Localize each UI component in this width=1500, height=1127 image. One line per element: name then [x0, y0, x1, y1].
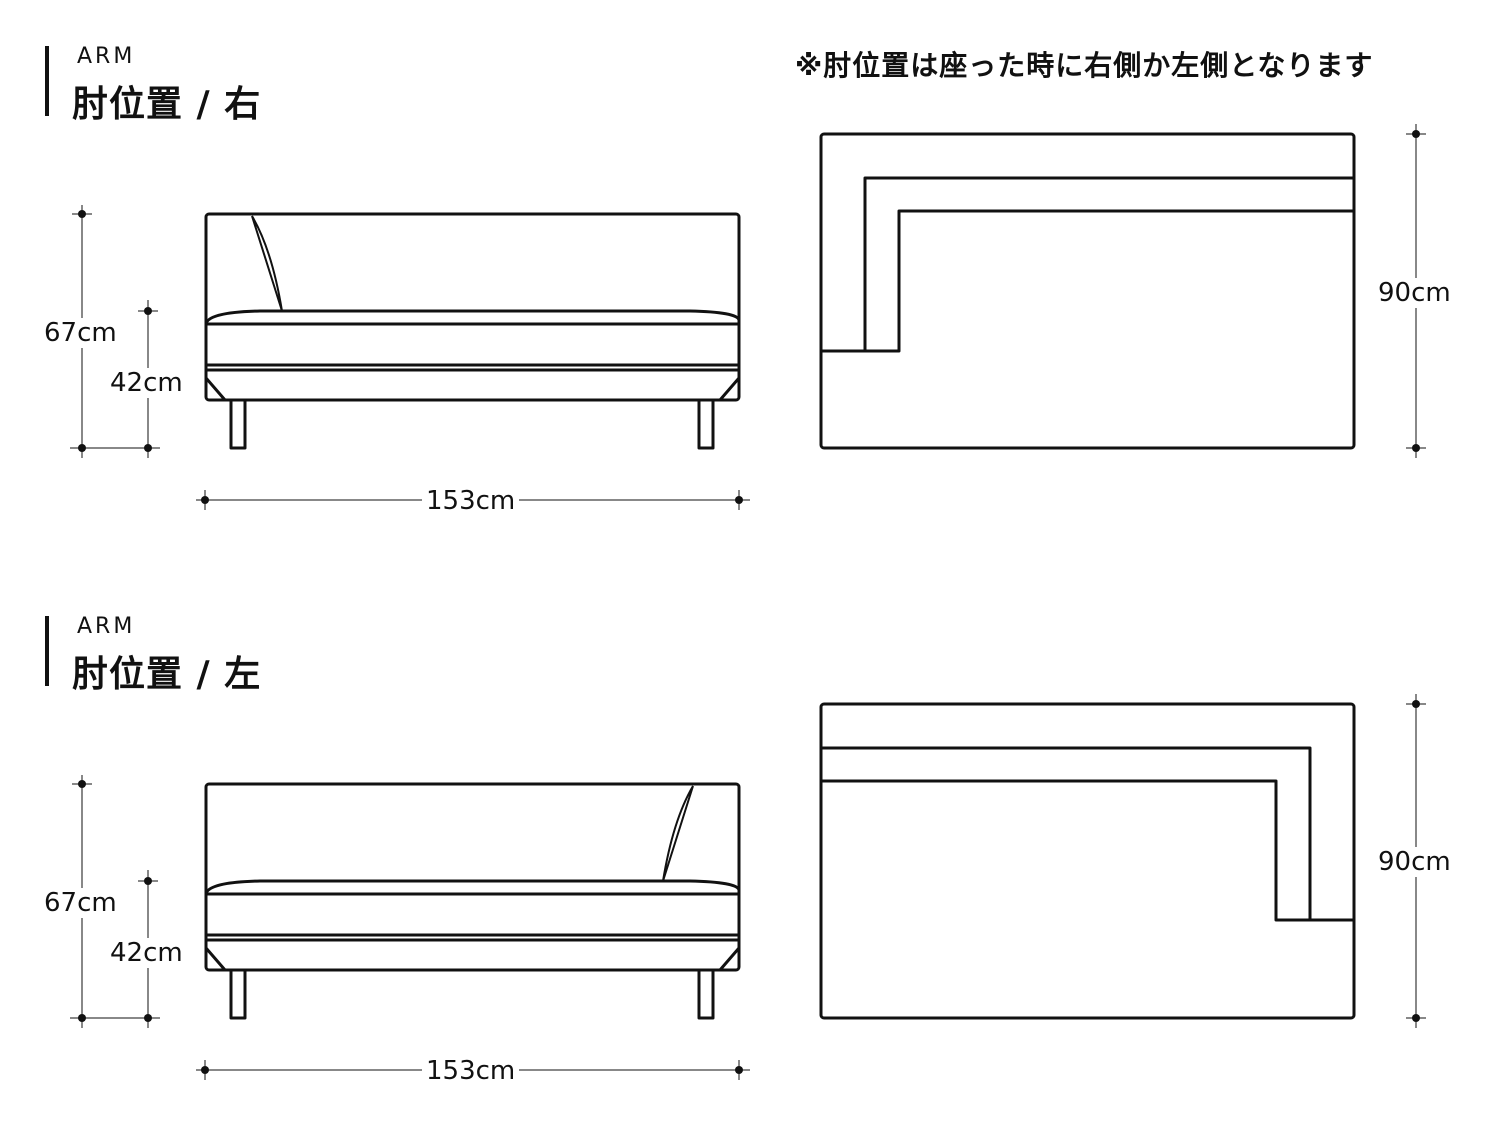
section-subtitle: ARM [77, 44, 136, 69]
section-title: 肘位置 / 右 [72, 84, 262, 125]
front-view-left-arm [204, 782, 741, 1020]
total-height-label: 67cm [40, 318, 121, 348]
depth-label: 90cm [1374, 847, 1455, 877]
front-view-right-arm [204, 212, 741, 450]
arm-position-note: ※肘位置は座った時に右側か左側となります [795, 49, 1374, 82]
section-marker [45, 616, 49, 686]
depth-label: 90cm [1374, 278, 1455, 308]
top-view-left-arm [819, 702, 1356, 1020]
width-label: 153cm [422, 486, 520, 516]
top-view-right-arm [819, 132, 1356, 450]
seat-height-label: 42cm [106, 368, 187, 398]
seat-height-label: 42cm [106, 938, 187, 968]
section-marker [45, 46, 49, 116]
total-height-label: 67cm [40, 888, 121, 918]
section-title: 肘位置 / 左 [72, 654, 262, 695]
section-subtitle: ARM [77, 614, 136, 639]
width-label: 153cm [422, 1056, 520, 1086]
